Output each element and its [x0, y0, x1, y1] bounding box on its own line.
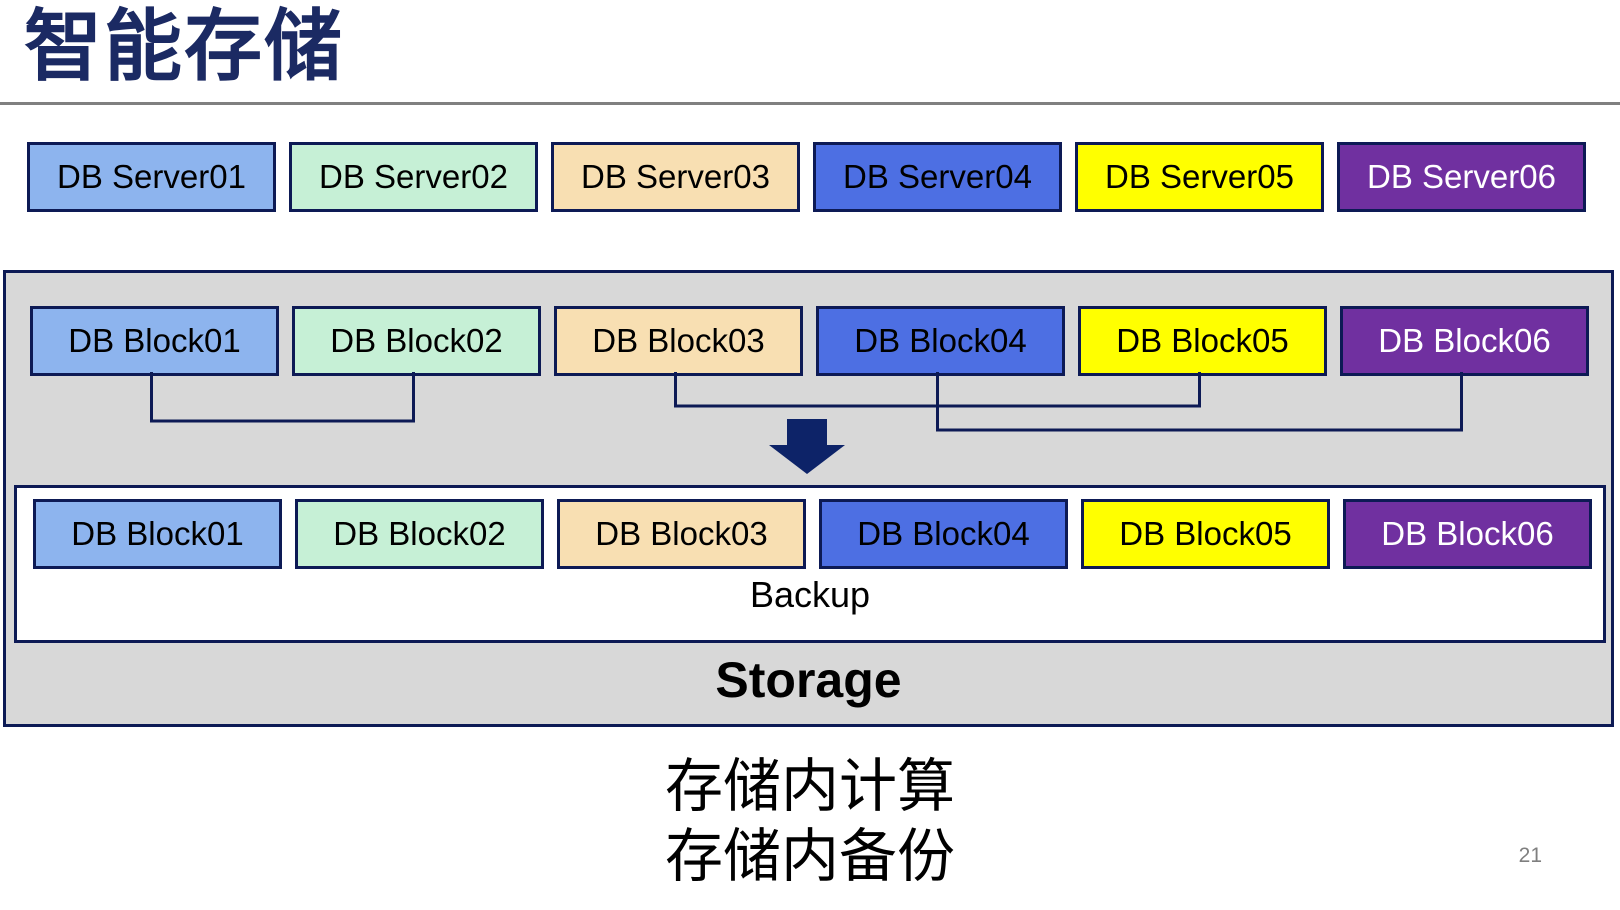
db-block-box: DB Block03 — [554, 306, 803, 376]
db-server-box: DB Server04 — [813, 142, 1062, 212]
db-server-box: DB Server05 — [1075, 142, 1324, 212]
db-block-box: DB Block01 — [30, 306, 279, 376]
db-block-box: DB Block06 — [1343, 499, 1592, 569]
db-block-row-source: DB Block01 DB Block02 DB Block03 DB Bloc… — [30, 306, 1589, 376]
db-server-box: DB Server02 — [289, 142, 538, 212]
caption: 存储内计算 存储内备份 — [0, 752, 1620, 892]
db-block-box: DB Block02 — [292, 306, 541, 376]
db-server-box: DB Server01 — [27, 142, 276, 212]
db-block-box: DB Block03 — [557, 499, 806, 569]
db-block-box: DB Block04 — [819, 499, 1068, 569]
db-block-box: DB Block04 — [816, 306, 1065, 376]
caption-line-1: 存储内计算 — [664, 754, 955, 819]
backup-container: DB Block01 DB Block02 DB Block03 DB Bloc… — [14, 485, 1606, 643]
db-block-row-backup: DB Block01 DB Block02 DB Block03 DB Bloc… — [33, 499, 1592, 569]
db-block-box: DB Block05 — [1078, 306, 1327, 376]
db-block-box: DB Block05 — [1081, 499, 1330, 569]
storage-label: Storage — [715, 652, 902, 708]
title-divider — [0, 102, 1620, 105]
db-server-box: DB Server03 — [551, 142, 800, 212]
storage-container: DB Block01 DB Block02 DB Block03 DB Bloc… — [3, 270, 1614, 727]
page-number: 21 — [1518, 844, 1542, 867]
db-server-row: DB Server01 DB Server02 DB Server03 DB S… — [27, 142, 1586, 212]
db-block-box: DB Block02 — [295, 499, 544, 569]
db-server-box: DB Server06 — [1337, 142, 1586, 212]
backup-label: Backup — [749, 574, 871, 615]
db-block-box: DB Block06 — [1340, 306, 1589, 376]
page-title: 智能存储 — [24, 2, 345, 90]
db-block-box: DB Block01 — [33, 499, 282, 569]
caption-line-2: 存储内备份 — [664, 824, 955, 889]
